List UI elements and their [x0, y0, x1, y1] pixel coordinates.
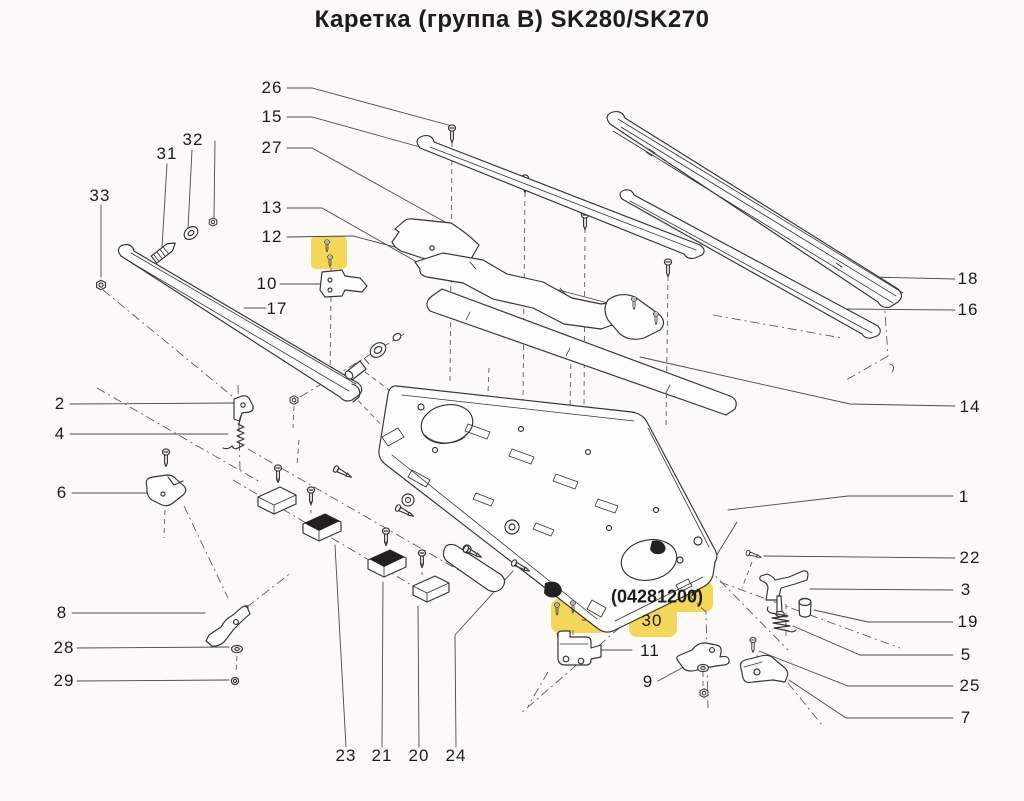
pulley-assembly	[344, 332, 402, 381]
rail-16-drawing	[619, 189, 881, 339]
part-label-20: 20	[408, 746, 430, 765]
part-label-9: 9	[642, 672, 654, 691]
part-label-26: 26	[261, 78, 283, 97]
left-small-parts	[145, 395, 254, 686]
top-plates-drawing	[391, 124, 737, 416]
part-label-10: 10	[256, 274, 278, 293]
part-label-27: 27	[261, 138, 283, 157]
bolt-31	[150, 242, 176, 264]
center-bottom-parts	[554, 600, 730, 698]
right-small-parts	[739, 549, 812, 684]
blocks-drawing	[257, 464, 532, 603]
rail-17-drawing	[96, 217, 402, 405]
highlight-screws-12	[311, 236, 347, 269]
part-label-1: 1	[958, 487, 970, 506]
part-label-8: 8	[56, 603, 68, 622]
part-label-25: 25	[959, 676, 981, 695]
part-label-11: 11	[640, 641, 660, 660]
part-label-33: 33	[89, 186, 111, 205]
part-label-3: 3	[960, 580, 972, 599]
part-label-22: 22	[959, 548, 981, 567]
leader-lines	[69, 87, 956, 748]
part-label-16: 16	[957, 300, 979, 319]
part-label-2: 2	[54, 394, 66, 413]
part-label-4: 4	[54, 424, 66, 443]
part-label-04281200: (04281200)	[610, 586, 704, 607]
part-label-12: 12	[261, 227, 283, 246]
part-label-29: 29	[53, 671, 75, 690]
rail-18-drawing	[606, 111, 904, 309]
part-label-24: 24	[445, 746, 467, 765]
part-label-21: 21	[371, 746, 393, 765]
part-label-31: 31	[156, 144, 178, 163]
part-label-14: 14	[959, 397, 981, 416]
part-label-30: 30	[641, 611, 663, 630]
part-label-13: 13	[261, 198, 283, 217]
bracket-10-drawing	[319, 239, 368, 298]
part-label-32: 32	[182, 130, 204, 149]
pulley-32	[183, 226, 199, 240]
part-label-5: 5	[960, 645, 972, 664]
part-label-28: 28	[53, 638, 75, 657]
part-label-19: 19	[957, 612, 979, 631]
part-label-7: 7	[960, 708, 972, 727]
part-label-6: 6	[56, 483, 68, 502]
part-label-15: 15	[261, 107, 283, 126]
page-title: Каретка (группа B) SK280/SK270	[314, 6, 710, 33]
part-label-23: 23	[335, 746, 357, 765]
main-plate-drawing	[378, 385, 718, 633]
part-label-18: 18	[957, 269, 979, 288]
part-label-17: 17	[266, 299, 288, 318]
